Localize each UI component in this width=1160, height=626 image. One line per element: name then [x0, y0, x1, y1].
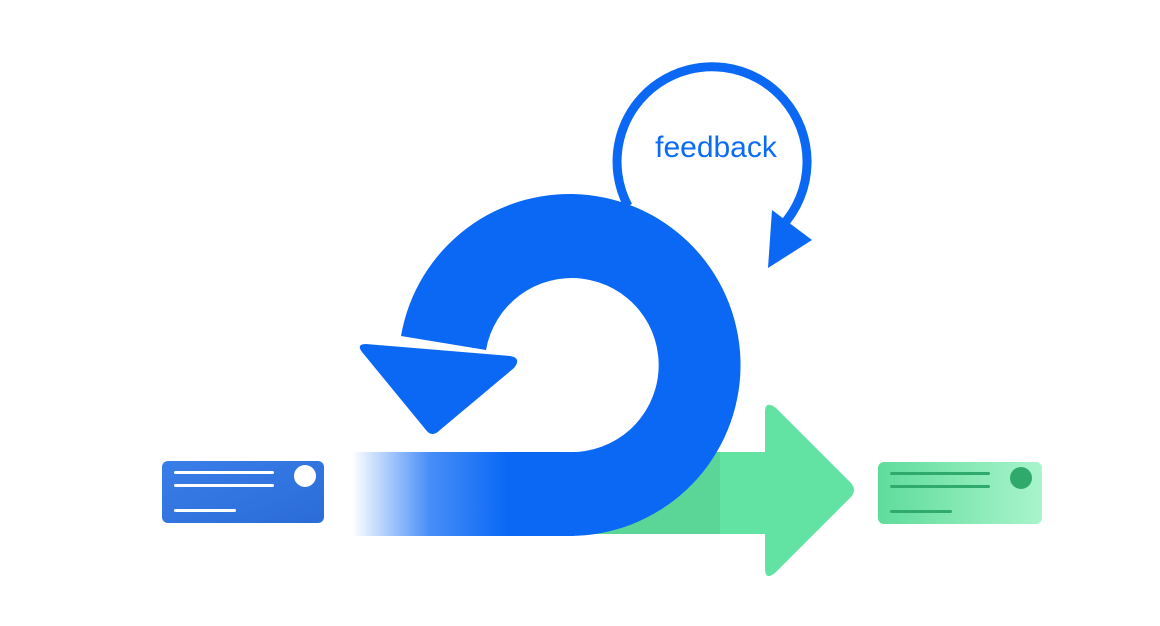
output-card-icon — [878, 462, 1042, 524]
feedback-label: feedback — [655, 131, 777, 164]
loop-arrow-icon — [352, 194, 741, 537]
feedback-arrow-icon — [612, 62, 812, 268]
input-card-icon — [162, 461, 324, 523]
